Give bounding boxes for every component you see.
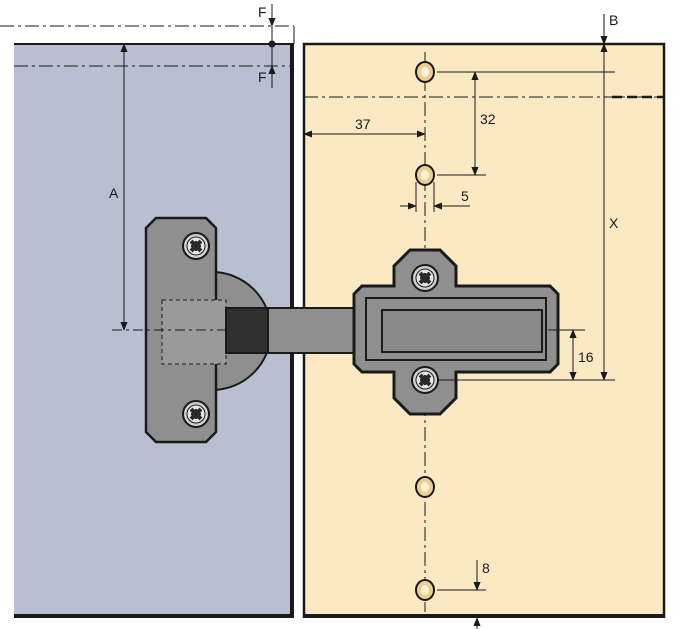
f-dot [268,40,276,48]
d16-label: 16 [578,349,594,365]
f-top-label: F [258,4,267,20]
d32-label: 32 [480,111,496,127]
hinge-cup-recess [161,299,227,365]
hinge-arm-top [381,309,543,353]
cup-screw-top-icon [182,232,210,260]
mounting-hole-2 [415,164,435,186]
mounting-hole-3 [415,476,435,498]
f-bottom-label: F [258,69,267,85]
a-label: A [109,185,119,201]
x-label: X [609,215,619,231]
mounting-hole-1 [415,61,435,83]
d37-label: 37 [355,116,371,132]
plate-screw-bottom-icon [411,366,439,394]
hinge-arm-joint [225,307,269,354]
d5-label: 5 [461,188,469,204]
d8-label: 8 [482,560,490,576]
plate-screw-top-icon [411,264,439,292]
mounting-hole-4 [415,579,435,601]
hinge-arm [267,307,369,354]
cup-screw-bottom-icon [182,400,210,428]
b-label: B [609,12,618,28]
